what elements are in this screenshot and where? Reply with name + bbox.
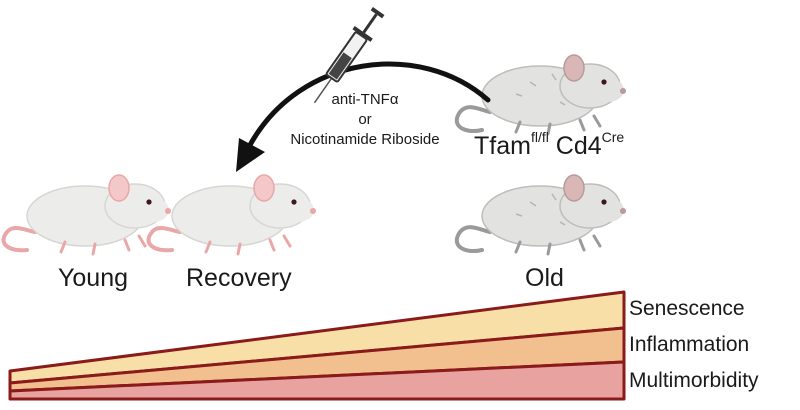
bar-label-senescence: Senescence (629, 297, 745, 320)
transgenic-genotype-label: Tfamfl/fl Cd4Cre (474, 129, 625, 161)
treatment-line-1: anti-TNFα (331, 91, 399, 108)
treatment-label: anti-TNFα or Nicotinamide Riboside (265, 90, 465, 150)
treatment-line-2: or (358, 111, 372, 128)
old-mouse-icon (454, 174, 626, 256)
bars-group (8, 290, 626, 401)
bar-multimorbidity (8, 360, 626, 401)
young-label: Young (58, 264, 128, 292)
bar-label-inflammation: Inflammation (629, 333, 750, 356)
genotype-sup-2: Cre (601, 129, 625, 145)
old-label: Old (525, 264, 564, 292)
transgenic-mouse-icon (454, 54, 626, 136)
treatment-arrow-icon (236, 61, 491, 172)
genotype-sup-1: fl/fl (530, 129, 549, 145)
genotype-base: Tfam (474, 132, 531, 160)
genotype-mid: Cd4 (548, 132, 602, 160)
syringe-icon (313, 7, 385, 104)
treatment-line-3: Nicotinamide Riboside (290, 131, 440, 148)
bar-label-multimorbidity: Multimorbidity (629, 369, 759, 392)
young-mouse-icon (1, 174, 171, 256)
recovery-label: Recovery (186, 264, 292, 292)
recovery-mouse-icon (146, 174, 316, 256)
